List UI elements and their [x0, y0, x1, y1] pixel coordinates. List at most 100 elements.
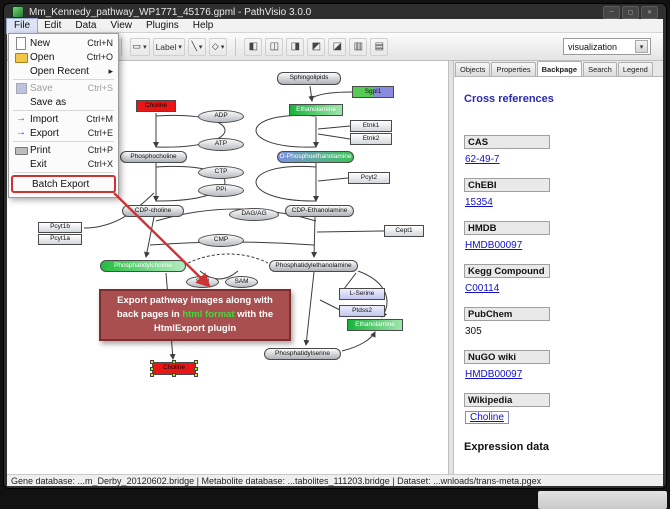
print-icon — [14, 144, 28, 156]
menu-plugins[interactable]: Plugins — [145, 20, 179, 31]
save-icon — [14, 82, 28, 94]
menu-item-icon-empty — [16, 178, 30, 190]
menu-item-label: New — [30, 37, 51, 49]
xref-value[interactable]: HMDB00097 — [465, 240, 523, 251]
align-bottom-button[interactable]: ◪ — [328, 37, 347, 56]
pathway-node-etnk1[interactable]: Etnk1 — [350, 120, 392, 132]
xref-value: 305 — [465, 326, 482, 337]
distribute-horizontal-button[interactable]: ▥ — [349, 37, 368, 56]
window-controls: ─ ▢ ✕ — [603, 5, 658, 19]
menu-separator — [13, 79, 114, 80]
submenu-arrow-icon: ▸ — [108, 65, 113, 76]
pathway-node-pcyt1a[interactable]: Pcyt1a — [38, 234, 82, 245]
minimize-button[interactable]: ─ — [603, 5, 620, 19]
batch-export-highlight-box: Batch Export — [11, 175, 116, 193]
align-right-button[interactable]: ◨ — [286, 37, 305, 56]
xref-value[interactable]: 62-49-7 — [465, 154, 500, 165]
pathway-node-phosphatidylcholine[interactable]: Phosphatidylcholine — [100, 260, 186, 272]
export-icon — [14, 127, 28, 139]
xref-value[interactable]: C00114 — [465, 283, 500, 294]
pathway-node-phosphatidylethanolamine[interactable]: Phosphatidylethanolamine — [269, 260, 358, 272]
shape-tool-button[interactable]: ◇▾ — [208, 37, 228, 56]
pathway-node-etnk2[interactable]: Etnk2 — [350, 133, 392, 145]
file-menu-item-new[interactable]: New Ctrl+N — [11, 36, 116, 50]
tab-legend[interactable]: Legend — [617, 62, 653, 76]
pathway-node-ctp[interactable]: CTP — [198, 166, 244, 179]
pathway-node-ethanolamine[interactable]: Ethanolamine — [347, 319, 403, 331]
file-menu-item-save-as[interactable]: Save as — [11, 95, 116, 109]
pathway-node-l-serine[interactable]: L-Serine — [339, 288, 385, 300]
datanode-tool-button[interactable]: ▭▾ — [129, 37, 150, 56]
menu-file[interactable]: File — [5, 17, 39, 34]
xref-value[interactable]: Choline — [465, 411, 509, 424]
pathway-node-cept1[interactable]: Cept1 — [384, 225, 424, 237]
pathway-node-sam[interactable]: SAM — [225, 276, 258, 288]
pathway-node-pcyt2[interactable]: Pcyt2 — [348, 172, 390, 184]
panel-splitter[interactable] — [448, 61, 454, 474]
xref-header: PubChem — [464, 307, 550, 321]
xref-value[interactable]: 15354 — [465, 197, 493, 208]
pathway-node-adp[interactable]: ADP — [198, 110, 244, 123]
pathway-node-phosphatidylserine[interactable]: Phosphatidylserine — [264, 348, 341, 360]
maximize-button[interactable]: ▢ — [622, 5, 639, 19]
alignment-tools-group: ◧◫◨◩◪▥▤ — [244, 37, 389, 56]
pathway-node-sgpl1[interactable]: Sgpl1 — [352, 86, 394, 98]
pathway-node-phosphocholine[interactable]: Phosphocholine — [120, 151, 187, 163]
menu-data[interactable]: Data — [75, 20, 97, 31]
visualization-dropdown-arrow-icon[interactable]: ▾ — [635, 40, 648, 53]
menu-item-shortcut: Ctrl+S — [87, 83, 113, 93]
distribute-vertical-button[interactable]: ▤ — [370, 37, 389, 56]
menu-help[interactable]: Help — [192, 20, 214, 31]
menu-item-label: Print — [30, 144, 51, 156]
pathway-node-ppi[interactable]: PPi — [198, 184, 244, 197]
import-icon — [14, 113, 28, 125]
xref-header: CAS — [464, 135, 550, 149]
pathway-node-choline[interactable]: Choline — [136, 100, 176, 112]
pathway-node-cdp-ethanolamine[interactable]: CDP-Ethanolamine — [285, 205, 354, 217]
shape-tool-dropdown-arrow-icon: ▾ — [220, 43, 225, 51]
line-tool-button[interactable]: ╲▾ — [187, 37, 206, 56]
label-tool-button[interactable]: Label▾ — [152, 37, 185, 56]
menu-item-shortcut: Ctrl+N — [87, 38, 113, 48]
pathway-node-cmp[interactable]: CMP — [198, 234, 244, 247]
pathway-node-atp[interactable]: ATP — [198, 138, 244, 151]
tab-backpage[interactable]: Backpage — [536, 61, 583, 76]
menu-separator — [13, 141, 114, 142]
menubar: File Edit Data View Plugins Help — [5, 17, 663, 34]
menu-separator — [13, 172, 114, 173]
pathway-node-pcyt1b[interactable]: Pcyt1b — [38, 222, 82, 233]
pathway-node-sphingolipids[interactable]: Sphingolipids — [277, 72, 341, 85]
file-menu-item-batch-export[interactable]: Batch Export — [13, 177, 114, 191]
close-button[interactable]: ✕ — [641, 5, 658, 19]
menu-item-icon-empty — [14, 65, 28, 77]
file-menu-item-open-recent[interactable]: Open Recent▸ — [11, 64, 116, 78]
menu-edit[interactable]: Edit — [44, 20, 62, 31]
visualization-select[interactable]: visualization ▾ — [563, 38, 651, 55]
xref-value[interactable]: HMDB00097 — [465, 369, 523, 380]
align-center-button[interactable]: ◫ — [265, 37, 284, 56]
tab-objects[interactable]: Objects — [455, 62, 491, 76]
pathway-node-choline[interactable]: Choline — [152, 362, 196, 375]
pathway-node-o-phosphoethanolamine[interactable]: O-Phosphoethanolamine — [277, 151, 354, 163]
tab-properties[interactable]: Properties — [491, 62, 536, 76]
xref-header: Kegg Compound — [464, 264, 550, 278]
pathway-node-ethanolamine[interactable]: Ethanolamine — [289, 104, 343, 116]
menu-item-label: Import — [30, 113, 59, 125]
pathway-node-cdp-choline[interactable]: CDP-choline — [122, 205, 184, 217]
pathway-node-ptdss2[interactable]: Ptdss2 — [339, 305, 385, 317]
tab-search[interactable]: Search — [583, 62, 617, 76]
align-left-button[interactable]: ◧ — [244, 37, 263, 56]
cross-references-heading: Cross references — [464, 93, 554, 105]
menu-view[interactable]: View — [110, 20, 132, 31]
pathway-node-dag-ag[interactable]: DAG/AG — [229, 208, 279, 221]
align-top-button[interactable]: ◩ — [307, 37, 326, 56]
pathway-node-sah[interactable]: SAH — [186, 276, 219, 288]
